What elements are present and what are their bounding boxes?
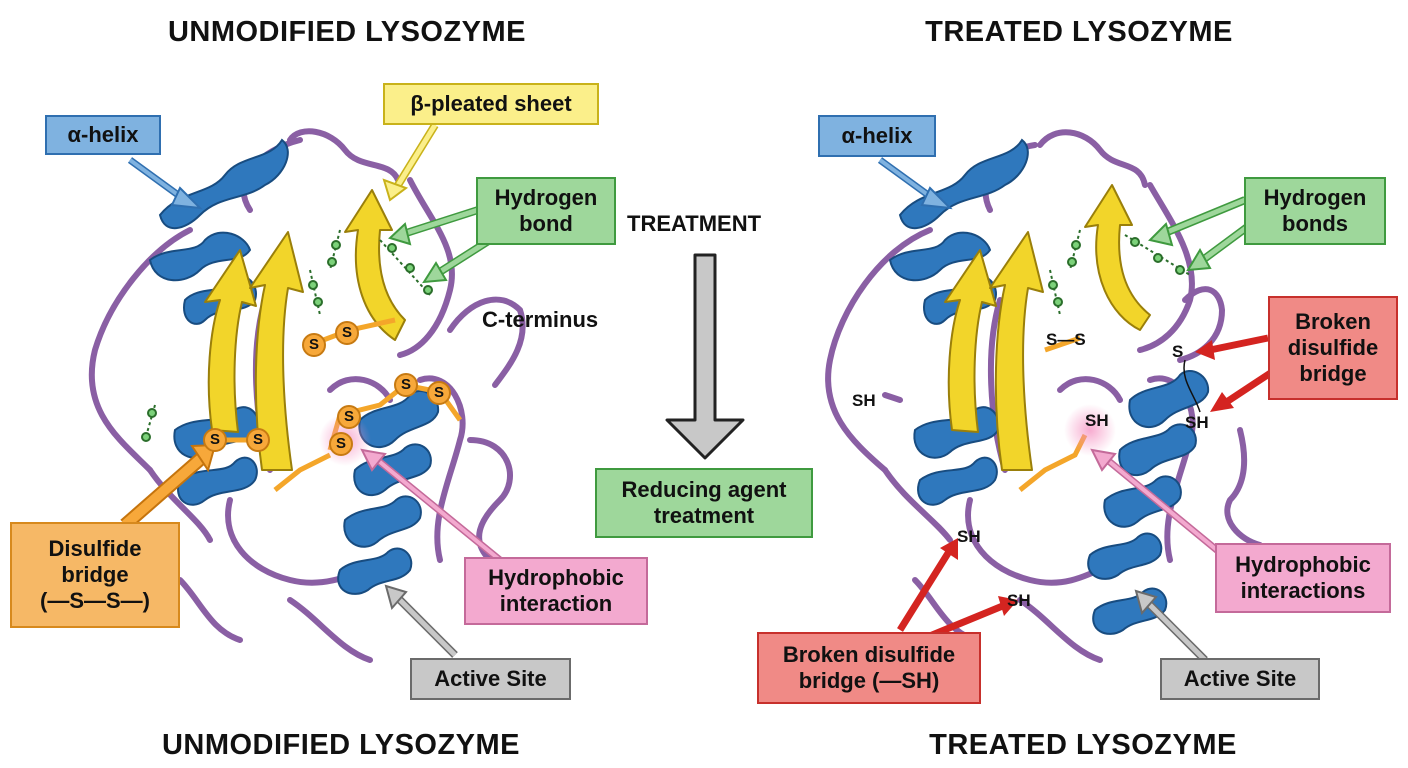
disulfide-label-line: bridge xyxy=(61,562,129,587)
disulfide-label-line: (—S—S—) xyxy=(40,588,150,613)
left-beta-sheets xyxy=(204,189,406,471)
left-title-top: UNMODIFIED LYSOZYME xyxy=(167,16,527,48)
sulfur-atom: S xyxy=(203,428,227,452)
alpha-helix-label-text: α-helix xyxy=(67,122,139,147)
treatment-arrow xyxy=(665,253,745,460)
active-site-label-text: Active Site xyxy=(1183,666,1297,691)
sulfur-atom: S xyxy=(335,321,359,345)
hydrophobic-label-line: Hydrophobic xyxy=(488,565,624,590)
sulfur-atom: S xyxy=(427,381,451,405)
right-beta-sheets xyxy=(944,184,1151,471)
broken-disulfide-bridge-label: Broken disulfide bridge xyxy=(1268,296,1398,400)
thiol-label: SH xyxy=(1007,591,1031,610)
sulfur-atom: S xyxy=(394,373,418,397)
broken-bridge-label-line: Broken xyxy=(1295,309,1371,334)
right-helices xyxy=(888,138,1210,635)
broken-bridge-label-line: disulfide xyxy=(1287,335,1379,360)
hydrogen-bonds-label: Hydrogen bonds xyxy=(1244,177,1386,245)
sulfur-atom-label: S xyxy=(1172,342,1184,361)
right-title-bottom: TREATED LYSOZYME xyxy=(929,729,1237,761)
broken-sh-label-line: Broken disulfide xyxy=(782,642,956,667)
hydrophobic-label-line: interaction xyxy=(499,591,613,616)
hydrophobic-interactions-label: Hydrophobic interactions xyxy=(1215,543,1391,613)
reducing-label-line: Reducing agent xyxy=(621,477,787,502)
right-pointer-arrows xyxy=(877,157,1277,663)
beta-sheet-label-text: β-pleated sheet xyxy=(410,91,572,116)
active-site-label: Active Site xyxy=(410,658,571,700)
reducing-label-line: treatment xyxy=(653,503,755,528)
broken-bridge-label-line: bridge xyxy=(1299,361,1367,386)
thiol-label: SH xyxy=(852,391,876,410)
treatment-label: TREATMENT xyxy=(627,211,762,236)
broken-disulfide-sh-label: Broken disulfide bridge (—SH) xyxy=(757,632,981,704)
left-protein xyxy=(88,122,526,663)
disulfide-bridge-label: Disulfide bridge (—S—S—) xyxy=(10,522,180,628)
sulfur-atom: S xyxy=(302,333,326,357)
thiol-label: SH xyxy=(957,527,981,546)
sulfur-atom: S xyxy=(329,432,353,456)
hydrogen-bond-label: Hydrogen bond xyxy=(476,177,616,245)
hydrophobic-label-line: interactions xyxy=(1240,578,1366,603)
thiol-label: SH xyxy=(1085,411,1109,430)
active-site-label-text: Active Site xyxy=(434,666,547,691)
c-terminus-label: C-terminus xyxy=(482,307,599,332)
hydrophobic-label-line: Hydrophobic xyxy=(1235,552,1371,577)
right-title-top: TREATED LYSOZYME xyxy=(925,16,1233,48)
alpha-helix-label: α-helix xyxy=(818,115,936,157)
active-site-label: Active Site xyxy=(1160,658,1320,700)
disulfide-label-line: Disulfide xyxy=(48,536,142,561)
hydrogen-bonds-label-line: Hydrogen xyxy=(1263,185,1367,210)
beta-sheet-label: β-pleated sheet xyxy=(383,83,599,125)
right-protein xyxy=(825,129,1277,663)
left-hbonds xyxy=(141,229,433,442)
right-broken-lines xyxy=(1183,359,1201,413)
alpha-helix-label: α-helix xyxy=(45,115,161,155)
left-title-bottom: UNMODIFIED LYSOZYME xyxy=(161,729,521,761)
reducing-agent-label: Reducing agent treatment xyxy=(595,468,813,538)
sulfur-bond-label: S—S xyxy=(1046,330,1086,349)
right-hbonds xyxy=(1048,229,1191,316)
sulfur-atom: S xyxy=(337,405,361,429)
left-pointer-arrows xyxy=(120,122,503,658)
hydrogen-bonds-label-line: bonds xyxy=(1282,211,1348,236)
hydrogen-bond-label-line: Hydrogen xyxy=(494,185,598,210)
thiol-label: SH xyxy=(1185,413,1209,432)
alpha-helix-label-text: α-helix xyxy=(841,123,913,148)
broken-sh-label-line: bridge (—SH) xyxy=(798,668,940,693)
hydrogen-bond-label-line: bond xyxy=(519,211,573,236)
hydrophobic-interaction-label: Hydrophobic interaction xyxy=(464,557,648,625)
sulfur-atom: S xyxy=(246,428,270,452)
